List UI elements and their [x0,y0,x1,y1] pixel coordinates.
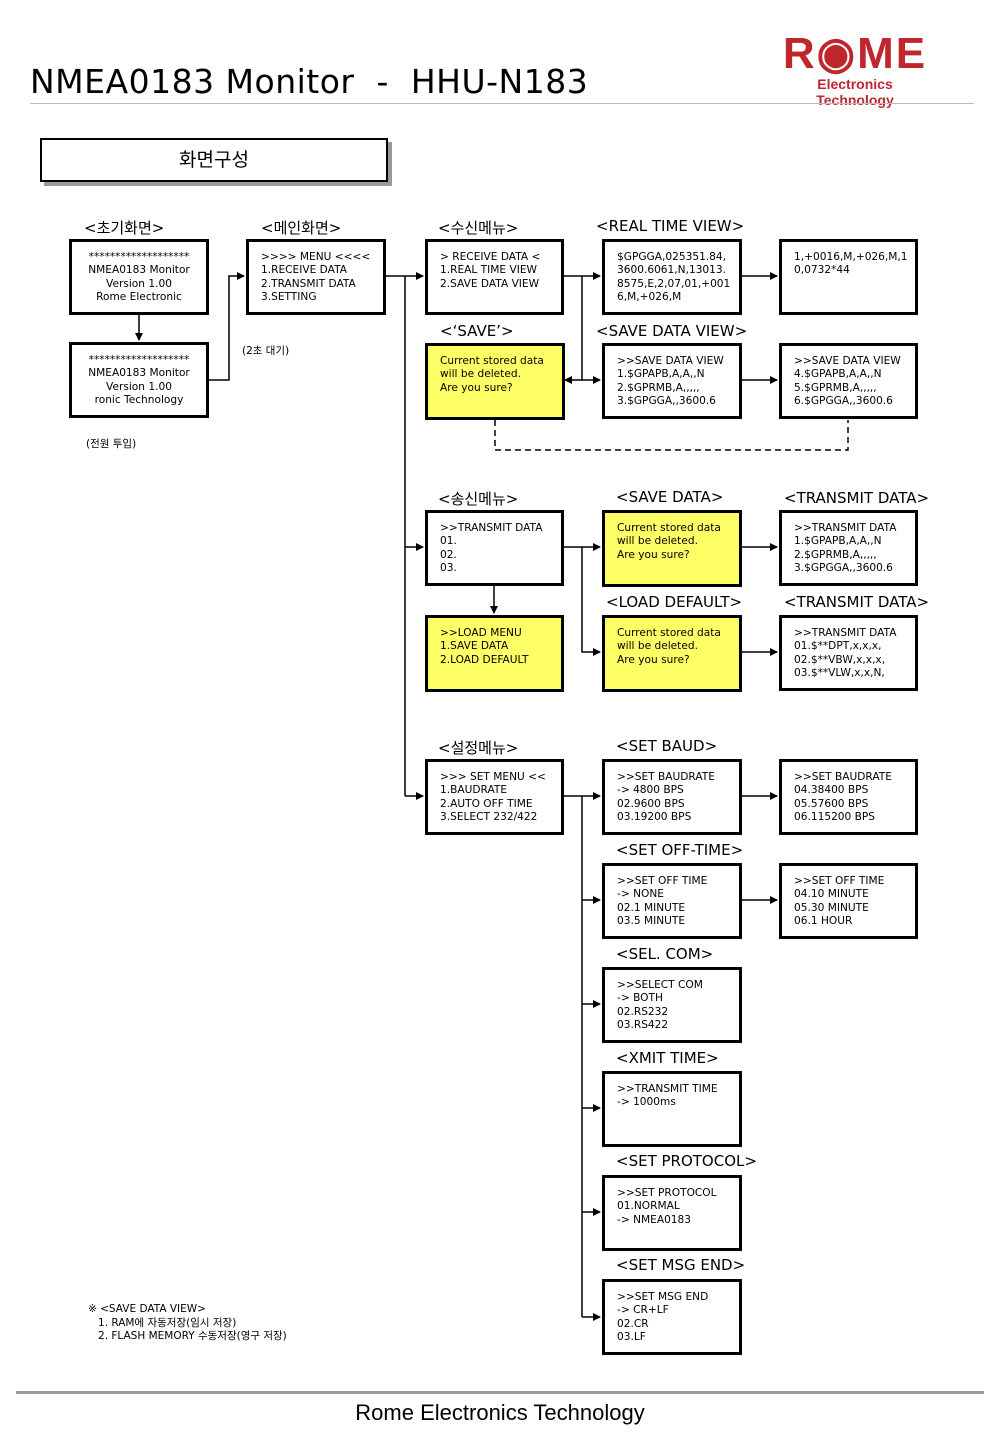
box-init-1: ******************* NMEA0183 Monitor Ver… [69,239,209,315]
box-init-2: ******************* NMEA0183 Monitor Ver… [69,342,209,418]
box-savedata-confirm: Current stored data will be deleted. Are… [602,510,742,587]
box-msg-end: >>SET MSG END -> CR+LF 02.CR 03.LF [602,1279,742,1355]
footer-divider [16,1391,984,1394]
label-setproto: <SET PROTOCOL> [616,1152,757,1170]
header-divider [30,103,974,104]
arrow-send-loaddef [581,547,601,656]
box-send-menu: >>TRANSMIT DATA 01. 02. 03. [425,510,564,586]
label-setup: <설정메뉴> [438,739,519,757]
box-savedataview-1: >>SAVE DATA VIEW 1.$GPAPB,A,A,,N 2.$GPRM… [602,343,742,419]
box-baud-1: >>SET BAUDRATE -> 4800 BPS 02.9600 BPS 0… [602,759,742,835]
box-setup-menu: >>> SET MENU << 1.BAUDRATE 2.AUTO OFF TI… [425,759,564,835]
box-realtime-2: 1,+0016,M,+026,M,1 0,0732*44 [779,239,918,315]
page-title: NMEA0183 Monitor - HHU-N183 [30,62,589,101]
box-loaddefault-confirm: Current stored data will be deleted. Are… [602,615,742,692]
label-recv: <수신메뉴> [438,219,519,237]
box-main-menu: >>>> MENU <<<< 1.RECEIVE DATA 2.TRANSMIT… [246,239,386,315]
box-protocol: >>SET PROTOCOL 01.NORMAL -> NMEA0183 [602,1175,742,1251]
box-offtime-1: >>SET OFF TIME -> NONE 02.1 MINUTE 03.5 … [602,863,742,939]
note-power: (전원 투입) [86,438,137,450]
label-transmit-2: <TRANSMIT DATA> [784,593,930,611]
label-selcom: <SEL. COM> [616,945,714,963]
label-init: <초기화면> [84,219,165,237]
box-recv-menu: > RECEIVE DATA < 1.REAL TIME VIEW 2.SAVE… [425,239,564,315]
label-setbaud: <SET BAUD> [616,737,718,755]
box-selcom: >>SELECT COM -> BOTH 02.RS232 03.RS422 [602,967,742,1043]
note-wait: (2초 대기) [242,345,290,357]
arrow-init-main [209,272,245,381]
footnote: ※ <SAVE DATA VIEW> 1. RAM에 자동저장(임시 저장) 2… [88,1303,287,1342]
company-logo: R◉ME Electronics Technology [780,29,930,109]
label-main: <메인화면> [261,219,342,237]
logo-subtitle: Electronics Technology [816,76,894,108]
box-realtime-1: $GPGGA,025351.84, 3600.6061,N,13013. 857… [602,239,742,315]
box-transmit-2: >>TRANSMIT DATA 01.$**DPT,x,x,x, 02.$**V… [779,615,918,691]
label-transmit-1: <TRANSMIT DATA> [784,489,930,507]
label-realtime: <REAL TIME VIEW> [596,217,745,235]
dashed-link [494,420,849,451]
box-load-menu: >>LOAD MENU 1.SAVE DATA 2.LOAD DEFAULT [425,615,564,692]
box-savedataview-2: >>SAVE DATA VIEW 4.$GPAPB,A,A,,N 5.$GPRM… [779,343,918,419]
label-save-q: <‘SAVE’> [440,322,514,340]
box-save-confirm: Current stored data will be deleted. Are… [425,343,565,420]
label-loaddefault: <LOAD DEFAULT> [606,593,743,611]
logo-brand: R◉ME [782,29,928,78]
box-offtime-2: >>SET OFF TIME 04.10 MINUTE 05.30 MINUTE… [779,863,918,939]
box-baud-2: >>SET BAUDRATE 04.38400 BPS 05.57600 BPS… [779,759,918,835]
label-xmit: <XMIT TIME> [616,1049,719,1067]
box-xmit-time: >>TRANSMIT TIME -> 1000ms [602,1071,742,1147]
label-setoff: <SET OFF-TIME> [616,841,744,859]
box-transmit-1: >>TRANSMIT DATA 1.$GPAPB,A,A,,N 2.$GPRMB… [779,510,918,586]
label-setmsg: <SET MSG END> [616,1256,746,1274]
label-savedataview: <SAVE DATA VIEW> [596,322,748,340]
label-send: <송신메뉴> [438,490,519,508]
label-savedata: <SAVE DATA> [616,488,724,506]
footer-text: Rome Electronics Technology [355,1400,645,1425]
section-title: 화면구성 [40,138,388,182]
